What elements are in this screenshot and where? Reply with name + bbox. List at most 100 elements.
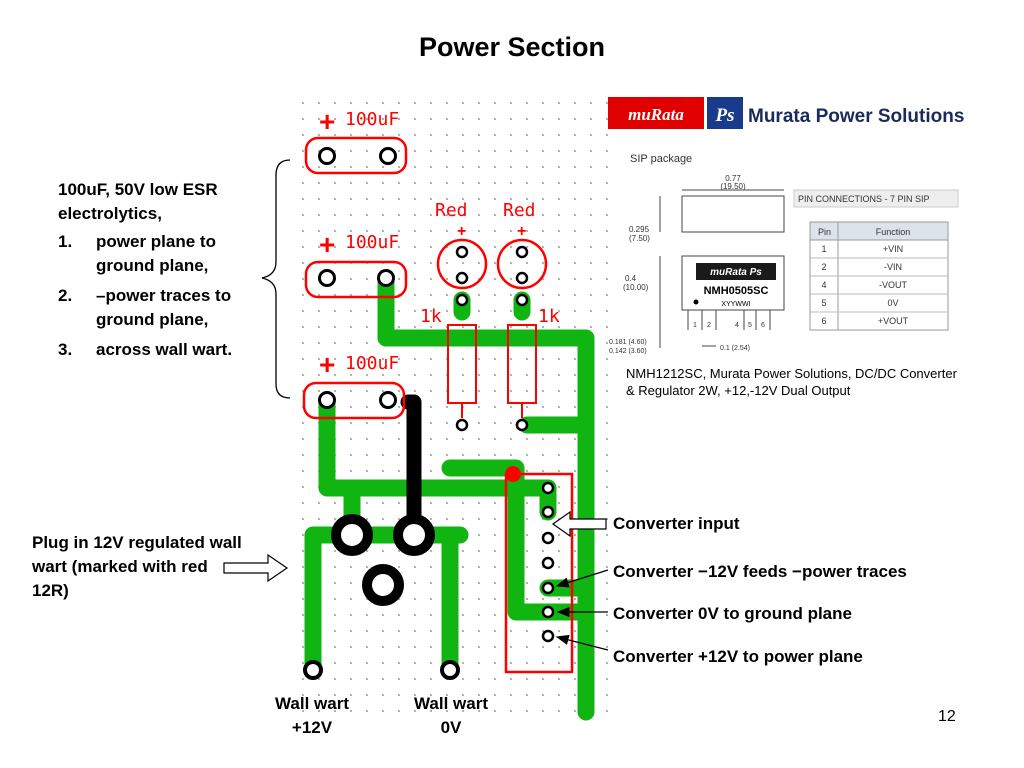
capacitor-outline <box>304 136 408 175</box>
chip-pin1-dot <box>693 299 699 305</box>
capacitor-1: + 100uF <box>304 106 408 175</box>
dim-width-mm: (19.50) <box>720 182 746 191</box>
dim-depth: 0.295 <box>629 225 650 234</box>
converter-module <box>504 466 574 674</box>
pin-function: +VOUT <box>878 316 909 326</box>
pin-table-header <box>809 221 949 241</box>
led-outline <box>436 238 488 290</box>
pin-table-title: PIN CONNECTIONS - 7 PIN SIP <box>798 194 930 204</box>
callout-converter-neg12: Converter −12V feeds −power traces <box>613 562 907 581</box>
wall-wart-zero-line2: 0V <box>440 718 462 737</box>
dim-lead-2: 0.142 (3.60) <box>609 348 647 355</box>
pad <box>541 481 555 495</box>
pad <box>515 245 529 259</box>
wall-wart-zero-label: Wall wart 0V <box>401 692 501 740</box>
capacitor-note-item: 3. across wall wart. <box>58 338 278 362</box>
pad <box>515 293 529 307</box>
pin-table: PIN CONNECTIONS - 7 PIN SIP Pin Function… <box>793 189 959 331</box>
pad <box>455 293 469 307</box>
drawing-pin-number: 5 <box>748 322 752 329</box>
slide-number: 12 <box>938 708 956 725</box>
pad <box>377 269 395 287</box>
chip-brand: muRata Ps <box>710 267 762 278</box>
pad <box>515 271 529 285</box>
dim-pitch: 0.1 (2.54) <box>720 345 750 352</box>
wall-wart-pos-label: Wall wart +12V <box>262 692 362 740</box>
pad <box>515 418 529 432</box>
package-front-view: muRata Ps NMH0505SC XYYWWI 1 2 4 5 6 <box>659 255 785 348</box>
wall-wart-zero-pad <box>440 660 460 680</box>
drawing-pin-number: 2 <box>707 322 711 329</box>
plug-in-arrow <box>223 553 289 583</box>
led-2: Red + <box>496 200 548 290</box>
pad <box>541 531 555 545</box>
capacitor-note-text: –power traces to ground plane, <box>96 286 232 329</box>
capacitor-note-number: 3. <box>58 340 73 359</box>
pin-function: -VIN <box>884 262 902 272</box>
logo-brand: muRata <box>628 105 684 124</box>
capacitor-3: + 100uF <box>302 349 406 420</box>
capacitor-notes-intro: 100uF, 50V low ESR electrolytics, <box>58 180 218 223</box>
wall-wart-pos-pad <box>303 660 323 680</box>
capacitor-note-text: across wall wart. <box>96 340 233 359</box>
capacitor-label: 100uF <box>345 109 399 130</box>
jumper-wire <box>400 394 422 543</box>
capacitor-plus-sign: + <box>319 106 335 137</box>
pad <box>455 245 469 259</box>
capacitor-note-text: power plane to ground plane, <box>96 232 216 275</box>
pin-number: 5 <box>821 298 826 308</box>
pin-number: 6 <box>821 316 826 326</box>
pin-function: -VOUT <box>879 280 908 290</box>
dim-height: 0.4 <box>625 274 637 283</box>
pad <box>455 271 469 285</box>
pin-function: +VIN <box>883 244 903 254</box>
capacitor-2: + 100uF <box>304 229 408 299</box>
led-outline <box>496 238 548 290</box>
pad <box>541 629 555 643</box>
capacitor-note-number: 1. <box>58 232 73 251</box>
pad <box>541 581 555 595</box>
pin-table-header-pin: Pin <box>818 227 831 237</box>
slide-title: Power Section <box>418 32 606 62</box>
converter-pin1-marker <box>505 466 521 482</box>
capacitor-outline <box>304 260 408 299</box>
capacitor-note-item: 1. power plane to ground plane, <box>58 230 278 278</box>
callout-converter-zero: Converter 0V to ground plane <box>613 604 852 623</box>
pin-table-header-function: Function <box>876 227 911 237</box>
resistor-label: 1k <box>538 306 560 327</box>
capacitor-outline <box>302 381 406 420</box>
pad <box>318 391 336 409</box>
pin-function: 0V <box>887 298 898 308</box>
chip-model: NMH0505SC <box>704 285 769 297</box>
converter-outline <box>504 472 574 674</box>
drawing-pin-number: 4 <box>735 322 739 329</box>
resistor-label: 1k <box>420 306 442 327</box>
pad <box>455 418 469 432</box>
capacitor-plus-sign: + <box>319 349 335 380</box>
callout-converter-input: Converter input <box>613 514 740 533</box>
jack-pad <box>362 564 404 606</box>
pad <box>541 505 555 519</box>
pad <box>379 391 397 409</box>
led-label: Red <box>503 200 536 221</box>
ground-trace <box>318 391 557 497</box>
package-label: SIP package <box>630 153 692 165</box>
pad <box>318 147 336 165</box>
pin-number: 1 <box>821 244 826 254</box>
dim-width: 0.77 <box>725 174 741 183</box>
resistor-1: 1k <box>420 293 477 432</box>
pin-number: 2 <box>821 262 826 272</box>
package-top-outline <box>681 195 785 233</box>
pad <box>541 605 555 619</box>
capacitor-label: 100uF <box>345 353 399 374</box>
capacitor-notes: 100uF, 50V low ESR electrolytics, 1. pow… <box>58 178 278 368</box>
package-top-view <box>659 189 785 233</box>
callout-converter-pos12: Converter +12V to power plane <box>613 647 863 666</box>
jack-pad <box>331 514 373 556</box>
dim-depth-mm: (7.50) <box>629 234 650 243</box>
pad <box>318 269 336 287</box>
dim-lead-1: 0.181 (4.60) <box>609 339 647 346</box>
plug-in-note: Plug in 12V regulated wall wart (marked … <box>32 533 242 600</box>
dc-jack <box>331 514 435 606</box>
